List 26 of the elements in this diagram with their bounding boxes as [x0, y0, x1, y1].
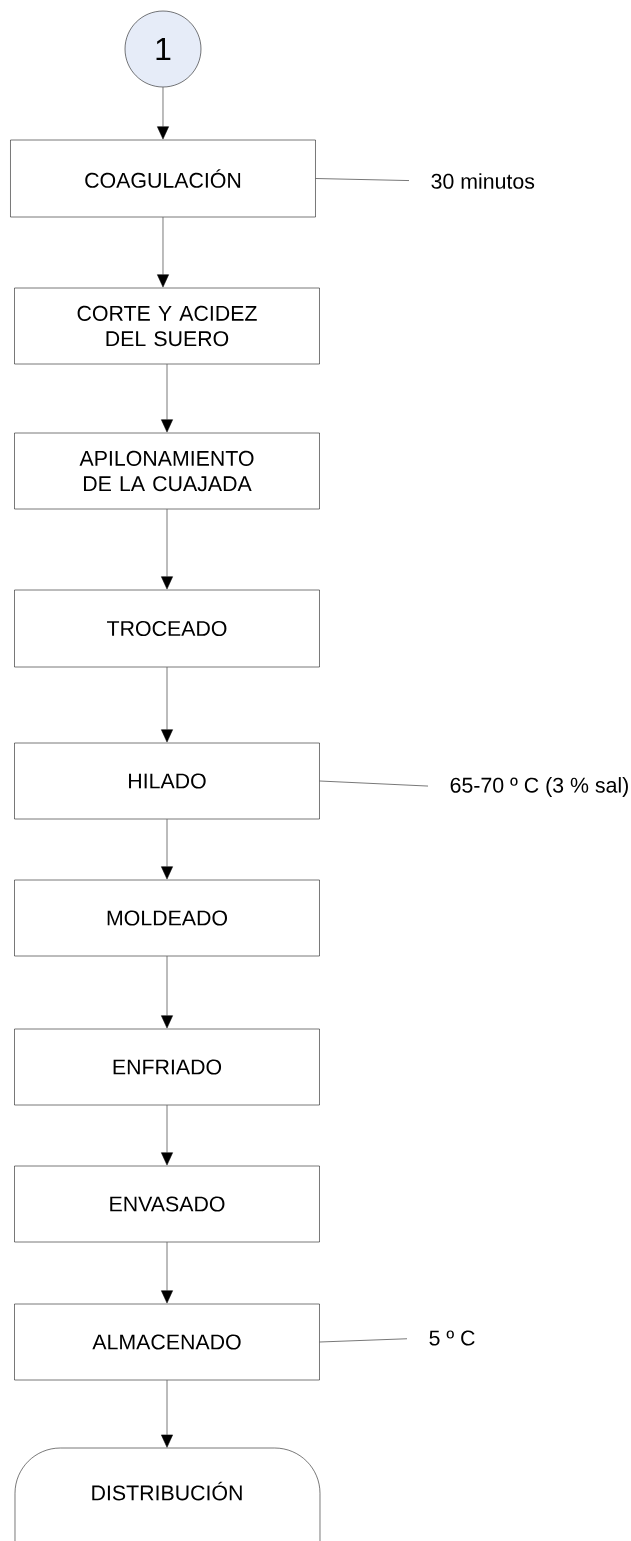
arrow	[161, 819, 173, 880]
arrow	[161, 509, 173, 590]
leader-line	[319, 780, 429, 787]
process-box: ENVASADO	[14, 1165, 320, 1243]
process-box: ENFRIADO	[14, 1028, 320, 1106]
process-box: ALMACENADO	[14, 1303, 320, 1381]
process-box: HILADO	[14, 742, 320, 820]
process-box: COAGULACIÓN	[10, 139, 316, 218]
arrow	[157, 217, 169, 288]
process-box: APILONAMIENTO DE LA CUAJADA	[14, 432, 320, 510]
leader-line	[315, 178, 410, 181]
arrow	[161, 667, 173, 743]
note-text: 65-70 º C (3 % sal)	[450, 777, 628, 797]
arrow	[161, 1380, 173, 1448]
note-text: 5 º C	[429, 1330, 475, 1346]
terminal-box: DISTRIBUCIÓN	[14, 1447, 321, 1541]
note-text: 30 minutos	[431, 173, 535, 189]
arrow	[161, 1242, 173, 1304]
arrow	[161, 364, 173, 433]
arrow	[161, 1105, 173, 1166]
leader-line	[319, 1338, 408, 1343]
arrow	[157, 87, 169, 140]
process-box: CORTE Y ACIDEZ DEL SUERO	[14, 287, 320, 365]
process-box: TROCEADO	[14, 589, 320, 668]
arrow	[161, 956, 173, 1029]
process-box: MOLDEADO	[14, 879, 320, 957]
